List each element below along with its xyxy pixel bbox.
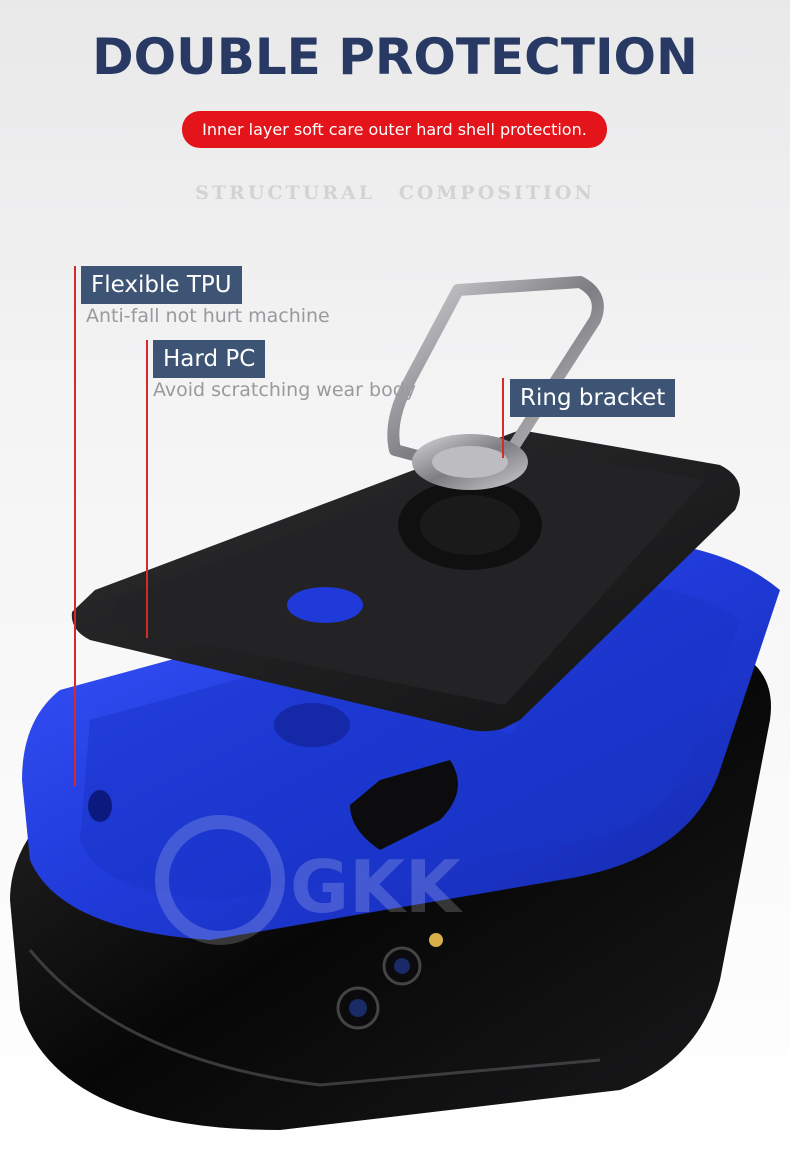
section-label: STRUCTURAL COMPOSITION [195, 182, 595, 204]
tpu-label: Flexible TPU [81, 266, 242, 304]
svg-text:GKK: GKK [290, 845, 463, 929]
ring-bracket-shape [387, 276, 604, 490]
pc-callout-line [146, 340, 148, 638]
pc-label: Hard PC [153, 340, 266, 378]
ring-callout-line [502, 378, 504, 458]
ring-bracket-label: Ring bracket [510, 379, 676, 417]
pc-shell [71, 430, 741, 735]
page-title: DOUBLE PROTECTION [92, 28, 698, 86]
subtitle-banner: Inner layer soft care outer hard shell p… [182, 111, 607, 148]
tpu-callout-line [74, 266, 76, 786]
gkk-watermark: GKK [155, 815, 463, 945]
pc-description: Avoid scratching wear body [153, 379, 417, 401]
tpu-description: Anti-fall not hurt machine [86, 305, 330, 327]
